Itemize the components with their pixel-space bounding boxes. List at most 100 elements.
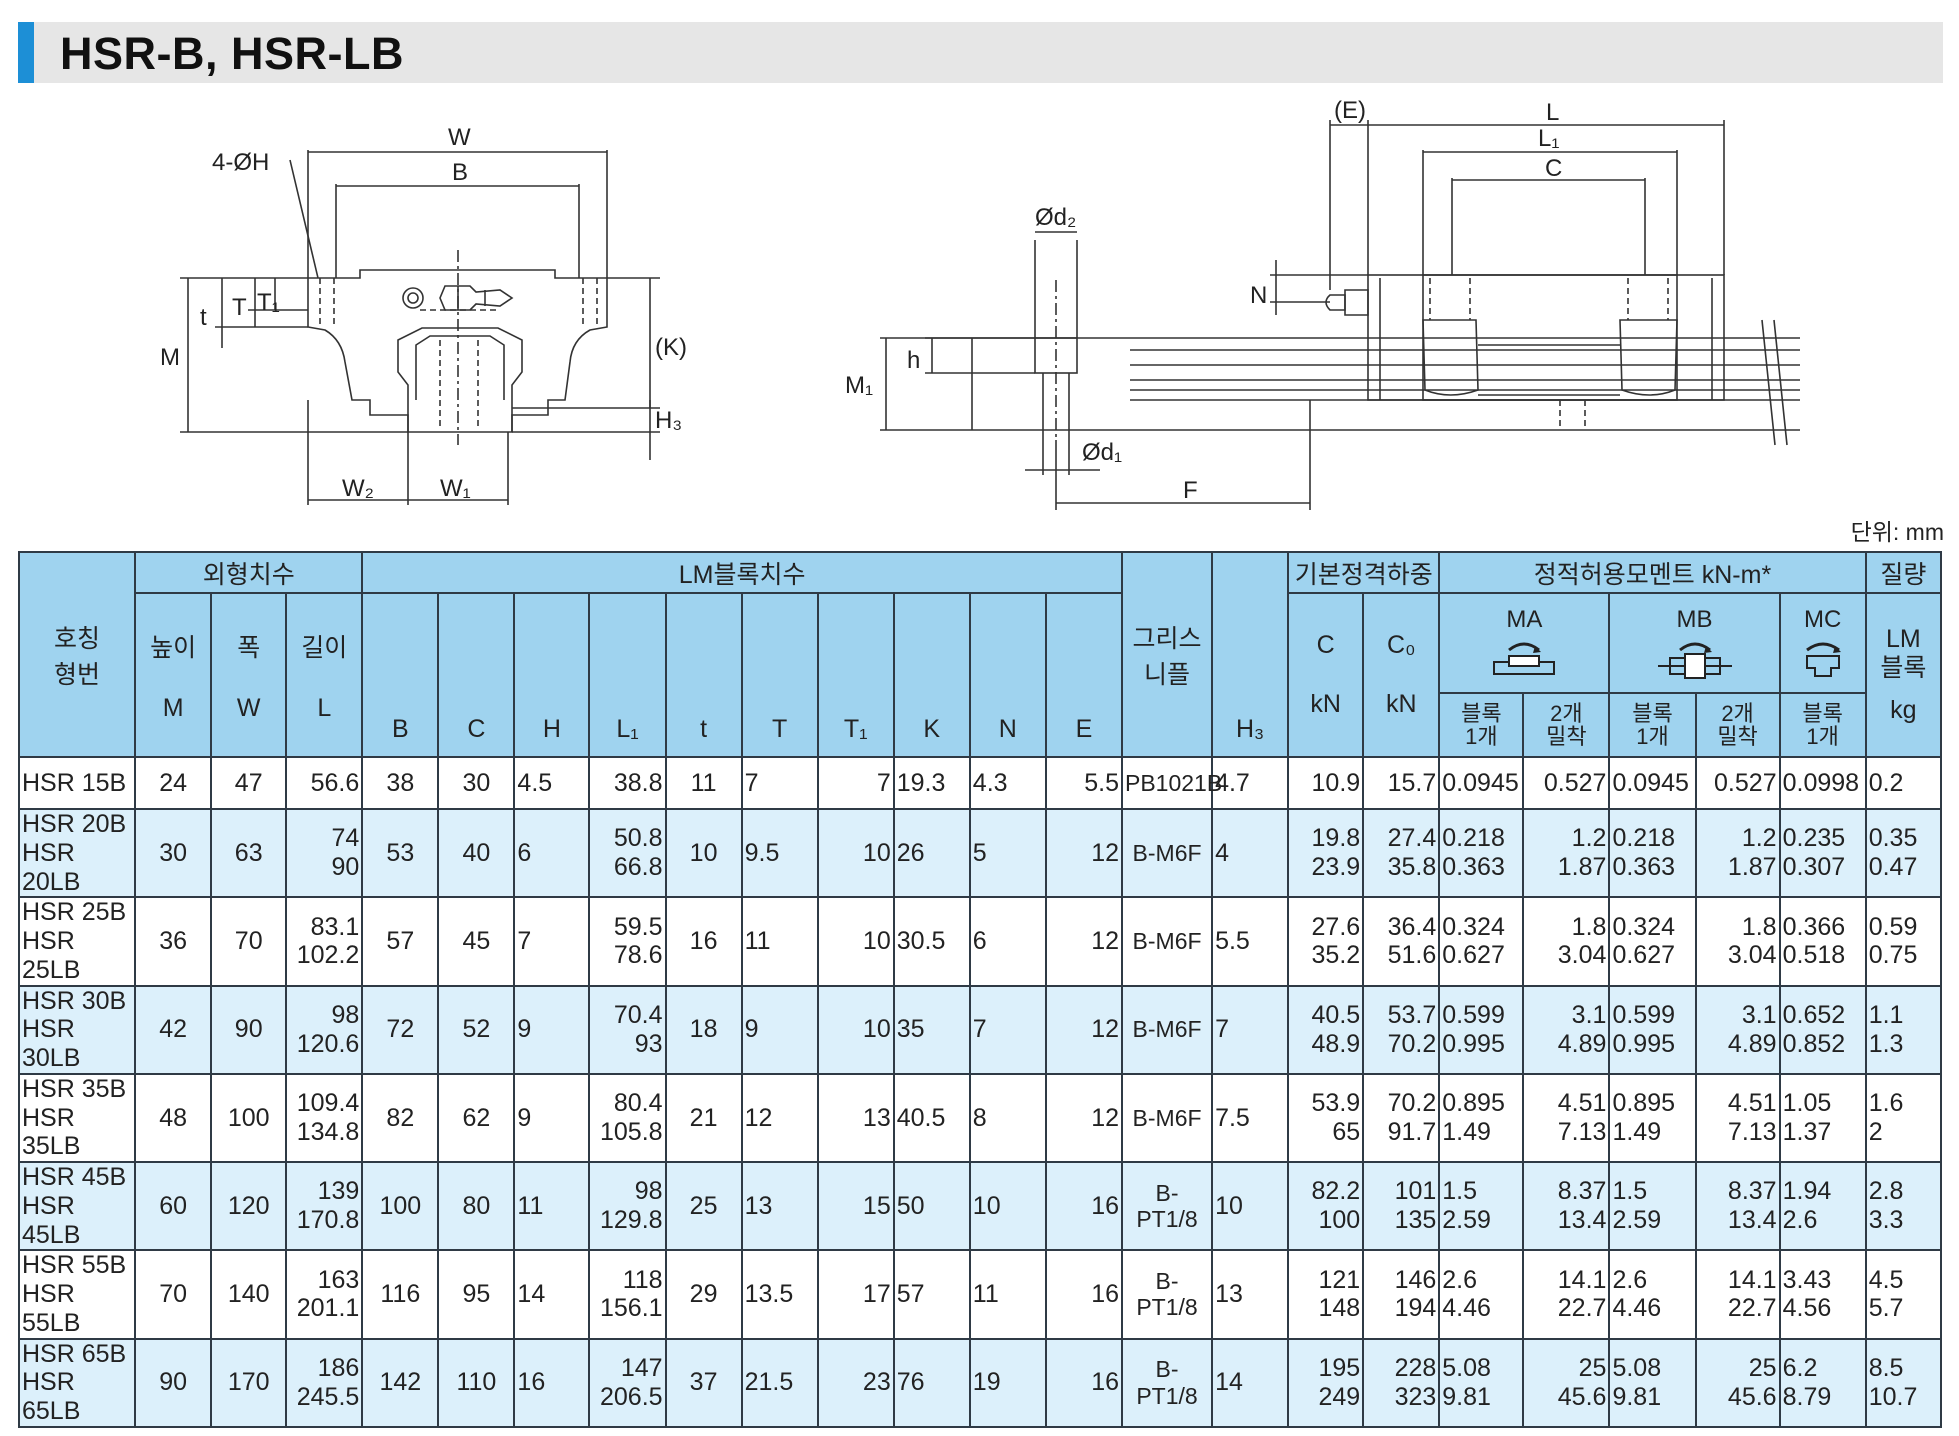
cell-m: 48 <box>134 1072 213 1164</box>
cell-mass: 2.8 3.3 <box>1864 1160 1943 1252</box>
unit-note: 단위: mm <box>1850 519 1944 545</box>
header-MB: MB <box>1608 592 1781 694</box>
dim-label-W2: W₂ <box>342 475 374 502</box>
cell-c0: 15.7 <box>1362 756 1441 810</box>
cell-ma2: 8.37 13.4 <box>1522 1160 1611 1252</box>
header-outer-dimensions: 외형치수 <box>134 551 364 594</box>
cell-grease: B-M6F <box>1120 896 1214 987</box>
cell-cdyn: 40.5 48.9 <box>1287 984 1365 1075</box>
cell-k: 30.5 <box>892 896 971 987</box>
cell-w: 140 <box>210 1249 288 1340</box>
cell-model: HSR 65B HSR 65LB <box>17 1337 137 1428</box>
cell-l1: 38.8 <box>588 756 667 810</box>
cell-t1: 13 <box>816 1072 895 1164</box>
cell-k: 57 <box>892 1249 971 1340</box>
cell-h3: 4.7 <box>1211 756 1290 810</box>
cell-t: 9 <box>740 984 819 1075</box>
cell-mb1: 2.6 4.46 <box>1608 1249 1697 1340</box>
header-C0-unit: kN <box>1385 690 1417 718</box>
cell-l1: 80.4 105.8 <box>588 1072 667 1164</box>
cell-t: 11 <box>740 896 819 987</box>
dim-label-H3: H₃ <box>655 407 682 434</box>
cell-mc1: 0.0998 <box>1778 756 1867 810</box>
cell-h3: 10 <box>1211 1160 1290 1252</box>
cell-b: 72 <box>361 984 440 1075</box>
cell-t1: 23 <box>816 1337 895 1428</box>
cell-h: 14 <box>513 1249 591 1340</box>
cell-c: 30 <box>437 756 516 810</box>
cell-h: 6 <box>513 807 591 899</box>
cell-mb2: 25 45.6 <box>1694 1337 1781 1428</box>
cell-n: 10 <box>968 1160 1047 1252</box>
front-view <box>180 150 660 505</box>
title-accent-bar <box>18 22 34 83</box>
cell-e: 5.5 <box>1044 756 1124 810</box>
cell-t1: 10 <box>816 896 895 987</box>
cell-l: 56.6 <box>285 756 364 810</box>
cell-cdyn: 27.6 35.2 <box>1287 896 1365 987</box>
cell-e: 12 <box>1044 984 1124 1075</box>
cell-mb1: 0.0945 <box>1608 756 1697 810</box>
dim-label-K: (K) <box>655 334 687 361</box>
cell-mb1: 0.895 1.49 <box>1608 1072 1697 1164</box>
cell-ma1: 2.6 4.46 <box>1438 1249 1525 1340</box>
cell-ma2: 0.527 <box>1522 756 1611 810</box>
cell-t: 7 <box>740 756 819 810</box>
cell-t: 16 <box>664 896 743 987</box>
cell-mass: 0.59 0.75 <box>1864 896 1943 987</box>
cell-h: 9 <box>513 1072 591 1164</box>
cell-n: 19 <box>968 1337 1047 1428</box>
cell-b: 142 <box>361 1337 440 1428</box>
cell-t1: 17 <box>816 1249 895 1340</box>
cell-ma1: 0.895 1.49 <box>1438 1072 1525 1164</box>
cell-cdyn: 195 249 <box>1287 1337 1365 1428</box>
cell-h3: 7 <box>1211 984 1290 1075</box>
dim-label-L: L <box>1546 99 1559 126</box>
dim-label-B: B <box>452 159 468 186</box>
cell-mass: 1.1 1.3 <box>1864 984 1943 1075</box>
cell-model: HSR 15B <box>17 756 137 810</box>
cell-mb2: 3.1 4.89 <box>1694 984 1781 1075</box>
cell-t: 37 <box>664 1337 743 1428</box>
header-MC-one-block: 블록 1개 <box>1778 692 1867 758</box>
cell-mb2: 8.37 13.4 <box>1694 1160 1781 1252</box>
cell-k: 50 <box>892 1160 971 1252</box>
header-width: 폭 W <box>210 592 288 758</box>
header-MA: MA <box>1438 592 1611 694</box>
cell-t: 29 <box>664 1249 743 1340</box>
cell-c0: 27.4 35.8 <box>1362 807 1441 899</box>
dim-label-E: (E) <box>1334 97 1366 124</box>
cell-grease: PB1021B <box>1120 756 1222 810</box>
cell-t: 21.5 <box>740 1337 819 1428</box>
header-symbol-H: H <box>513 592 591 758</box>
cell-t1: 15 <box>816 1160 895 1252</box>
cell-ma1: 5.08 9.81 <box>1438 1337 1525 1428</box>
header-height: 높이 M <box>134 592 213 758</box>
header-lm-block-mass: LM 블록 kg <box>1864 592 1943 758</box>
header-lm-block-dimensions: LM블록치수 <box>361 551 1123 594</box>
cell-grease: B-M6F <box>1120 984 1214 1075</box>
cell-mb2: 4.51 7.13 <box>1694 1072 1781 1164</box>
cell-cdyn: 10.9 <box>1287 756 1365 810</box>
header-mass-unit: kg <box>1890 696 1917 725</box>
cell-ma1: 0.599 0.995 <box>1438 984 1525 1075</box>
cell-k: 26 <box>892 807 971 899</box>
cell-ma1: 1.5 2.59 <box>1438 1160 1525 1252</box>
cell-c0: 146 194 <box>1362 1249 1441 1340</box>
header-length: 길이 L <box>285 592 364 758</box>
cell-w: 70 <box>210 896 288 987</box>
cell-e: 12 <box>1044 1072 1124 1164</box>
cell-h: 9 <box>513 984 591 1075</box>
cell-l: 83.1 102.2 <box>285 896 364 987</box>
cell-n: 8 <box>968 1072 1047 1164</box>
cell-model: HSR 55B HSR 55LB <box>17 1249 137 1340</box>
cell-w: 47 <box>210 756 288 810</box>
cell-b: 100 <box>361 1160 440 1252</box>
cell-model: HSR 20B HSR 20LB <box>17 807 137 899</box>
cell-model: HSR 25B HSR 25LB <box>17 896 137 987</box>
cell-h3: 7.5 <box>1211 1072 1290 1164</box>
